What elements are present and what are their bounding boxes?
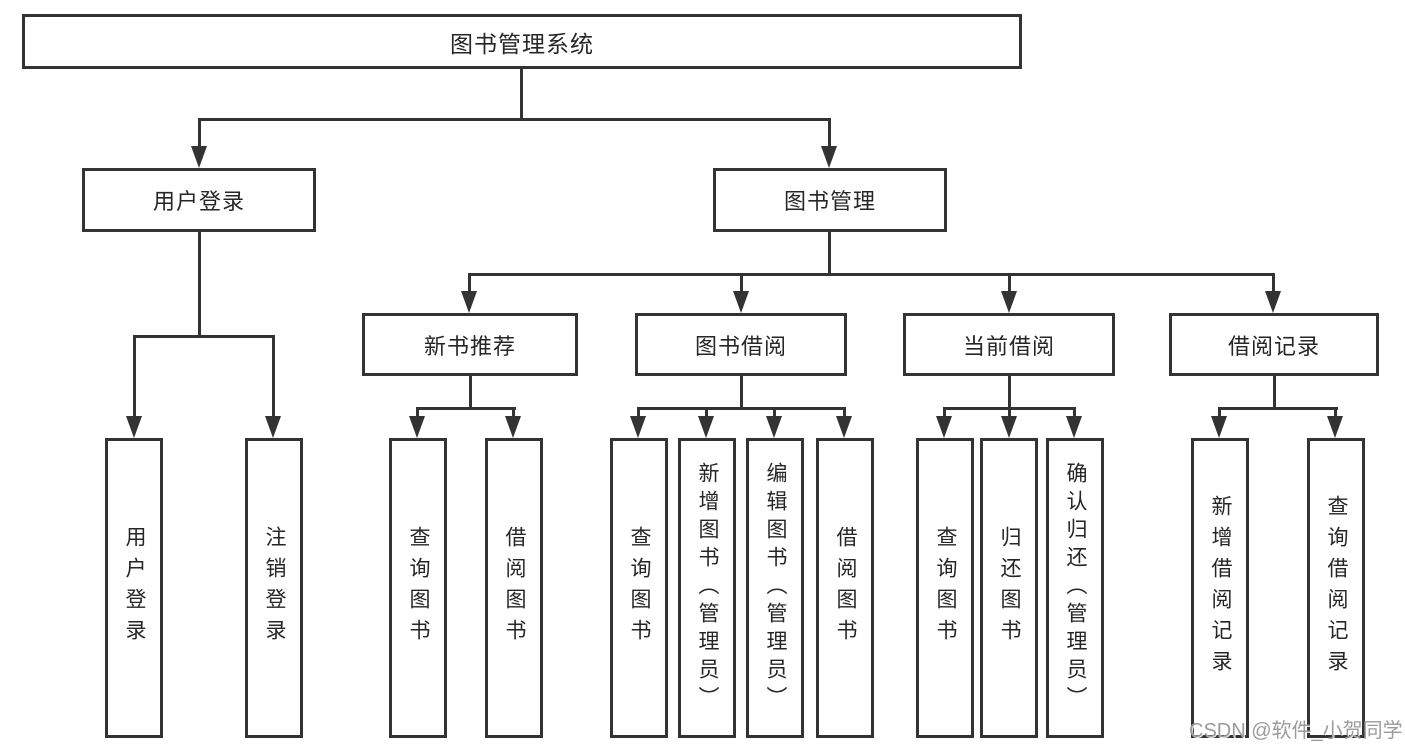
- connector-borrow-hline: [637, 407, 846, 410]
- leaf-edit-books-admin-label: 编辑图书（管理员）: [764, 462, 787, 714]
- connector-current-vline: [1008, 376, 1011, 407]
- arrowhead-down-icon: [461, 291, 477, 313]
- leaf-logout: 注销登录: [245, 438, 303, 738]
- leaf-borrow-query-books-label: 查询图书: [628, 526, 651, 650]
- arrowhead-down-icon: [698, 416, 714, 438]
- leaf-add-borrow-record-label: 新增借阅记录: [1209, 495, 1232, 681]
- connector-login-stub-right: [272, 335, 275, 418]
- connector-root-vline: [520, 69, 523, 118]
- leaf-recommend-query-books: 查询图书: [389, 438, 447, 738]
- leaf-confirm-return-admin: 确认归还（管理员）: [1046, 438, 1104, 738]
- connector-borrow-stub-4: [843, 407, 846, 418]
- arrowhead-down-icon: [630, 416, 646, 438]
- arrowhead-down-icon: [1001, 416, 1017, 438]
- arrowhead-down-icon: [1265, 291, 1281, 313]
- connector-current-stub-2: [1008, 407, 1011, 418]
- arrowhead-down-icon: [821, 146, 837, 168]
- leaf-logout-label: 注销登录: [263, 526, 286, 650]
- connector-root-stub-right: [828, 118, 831, 148]
- arrowhead-down-icon: [409, 416, 425, 438]
- arrowhead-down-icon: [936, 416, 952, 438]
- arrowhead-down-icon: [1327, 416, 1343, 438]
- connector-recommend-hline: [416, 407, 516, 410]
- connector-login-hline: [133, 335, 275, 338]
- csdn-watermark: CSDN @软件_小贺同学: [1189, 720, 1403, 742]
- node-borrow-records-label: 借阅记录: [1227, 333, 1320, 359]
- connector-records-vline: [1273, 376, 1276, 407]
- node-new-book-recommend: 新书推荐: [362, 313, 578, 376]
- connector-records-stub-2: [1334, 407, 1337, 418]
- leaf-add-borrow-record: 新增借阅记录: [1191, 438, 1249, 738]
- leaf-add-books-admin: 新增图书（管理员）: [678, 438, 736, 738]
- connector-management-stub-1: [468, 273, 471, 293]
- leaf-query-borrow-record-label: 查询借阅记录: [1325, 495, 1348, 681]
- connector-management-stub-4: [1272, 273, 1275, 293]
- connector-recommend-vline: [469, 376, 472, 407]
- connector-login-stub-left: [133, 335, 136, 418]
- arrowhead-down-icon: [1211, 416, 1227, 438]
- leaf-borrow-books: 借阅图书: [816, 438, 874, 738]
- node-borrow-records: 借阅记录: [1169, 313, 1379, 376]
- leaf-recommend-query-books-label: 查询图书: [407, 526, 430, 650]
- connector-current-stub-3: [1073, 407, 1076, 418]
- node-user-login-label: 用户登录: [152, 189, 245, 214]
- node-book-borrow-label: 图书借阅: [694, 333, 787, 359]
- leaf-user-login-label: 用户登录: [123, 526, 146, 650]
- connector-recommend-stub-2: [512, 407, 515, 418]
- leaf-add-books-admin-label: 新增图书（管理员）: [696, 462, 719, 714]
- connector-records-stub-1: [1218, 407, 1221, 418]
- node-book-management-label: 图书管理: [783, 189, 876, 214]
- leaf-user-login: 用户登录: [105, 438, 163, 738]
- node-user-login: 用户登录: [82, 168, 316, 232]
- leaf-recommend-borrow-books-label: 借阅图书: [503, 526, 526, 650]
- connector-records-hline: [1218, 407, 1338, 410]
- node-book-management: 图书管理: [713, 168, 947, 232]
- leaf-current-query-books-label: 查询图书: [934, 526, 957, 650]
- leaf-borrow-books-label: 借阅图书: [834, 526, 857, 650]
- connector-borrow-vline: [740, 376, 743, 407]
- arrowhead-down-icon: [505, 416, 521, 438]
- node-current-borrow-label: 当前借阅: [962, 333, 1055, 359]
- arrowhead-down-icon: [191, 146, 207, 168]
- connector-management-hline: [468, 273, 1275, 276]
- arrowhead-down-icon: [766, 416, 782, 438]
- arrowhead-down-icon: [126, 416, 142, 438]
- connector-borrow-stub-1: [637, 407, 640, 418]
- leaf-return-books-label: 归还图书: [998, 526, 1021, 650]
- connector-management-stub-3: [1008, 273, 1011, 293]
- leaf-current-query-books: 查询图书: [916, 438, 974, 738]
- connector-current-stub-1: [943, 407, 946, 418]
- leaf-query-borrow-record: 查询借阅记录: [1307, 438, 1365, 738]
- node-new-book-recommend-label: 新书推荐: [423, 333, 516, 359]
- connector-recommend-stub-1: [416, 407, 419, 418]
- connector-borrow-stub-2: [705, 407, 708, 418]
- connector-management-stub-2: [740, 273, 743, 293]
- arrowhead-down-icon: [265, 416, 281, 438]
- connector-root-hline: [198, 118, 831, 121]
- arrowhead-down-icon: [1066, 416, 1082, 438]
- node-root: 图书管理系统: [22, 14, 1022, 69]
- node-book-borrow: 图书借阅: [635, 313, 847, 376]
- connector-root-stub-left: [198, 118, 201, 148]
- leaf-borrow-query-books: 查询图书: [610, 438, 668, 738]
- leaf-recommend-borrow-books: 借阅图书: [485, 438, 543, 738]
- arrowhead-down-icon: [836, 416, 852, 438]
- arrowhead-down-icon: [733, 291, 749, 313]
- leaf-return-books: 归还图书: [980, 438, 1038, 738]
- leaf-confirm-return-admin-label: 确认归还（管理员）: [1064, 462, 1087, 714]
- connector-login-vline: [198, 232, 201, 335]
- connector-borrow-stub-3: [773, 407, 776, 418]
- arrowhead-down-icon: [1001, 291, 1017, 313]
- connector-management-vline: [828, 232, 831, 273]
- node-current-borrow: 当前借阅: [903, 313, 1115, 376]
- node-root-label: 图书管理系统: [450, 30, 594, 57]
- leaf-edit-books-admin: 编辑图书（管理员）: [746, 438, 804, 738]
